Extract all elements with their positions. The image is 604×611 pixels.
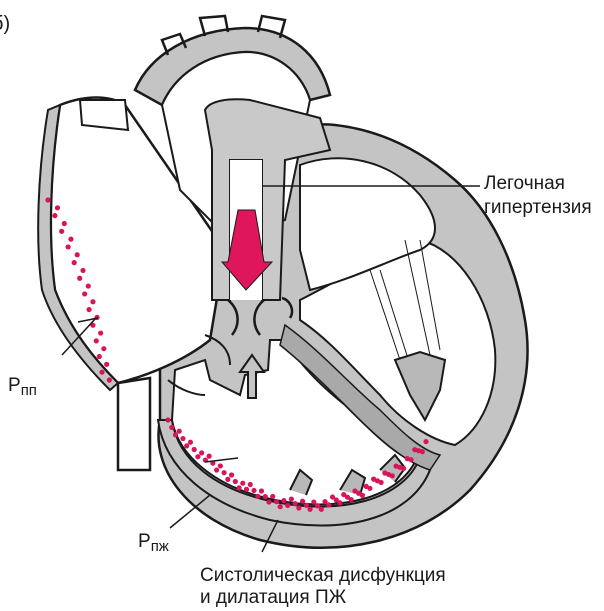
myocardial-dot <box>379 480 384 485</box>
label-ra-pressure-sub: пп <box>21 382 37 399</box>
superior-vena-cava <box>80 100 128 130</box>
myocardial-dot <box>90 299 95 304</box>
myocardial-dot <box>52 213 57 218</box>
myocardial-dot <box>68 237 73 242</box>
myocardial-dot <box>233 479 238 484</box>
myocardial-dot <box>360 493 365 498</box>
myocardial-dot <box>408 457 413 462</box>
myocardial-dot <box>281 498 286 503</box>
myocardial-dot <box>218 463 223 468</box>
myocardial-dot <box>255 494 260 499</box>
myocardial-dot <box>367 486 372 491</box>
myocardial-dot <box>45 197 50 202</box>
myocardial-dot <box>349 497 354 502</box>
myocardial-dot <box>188 440 193 445</box>
myocardial-dot <box>420 449 425 454</box>
myocardial-dot <box>390 473 395 478</box>
label-rv-dysfunction-2: и дилатация ПЖ <box>200 588 346 607</box>
myocardial-dot <box>173 432 178 437</box>
myocardial-dot <box>251 488 256 493</box>
label-pulmonary-hypertension-1: Легочная <box>484 174 565 193</box>
myocardial-dot <box>55 205 60 210</box>
myocardial-dot <box>319 507 324 512</box>
myocardial-dot <box>199 450 204 455</box>
myocardial-dot <box>82 291 87 296</box>
label-pulmonary-hypertension-2: гипертензия <box>484 198 592 217</box>
myocardial-dot <box>311 499 316 504</box>
label-rv-pressure-main: P <box>138 531 151 552</box>
myocardial-dot <box>77 276 82 281</box>
myocardial-dot <box>266 499 271 504</box>
myocardial-dot <box>270 494 275 499</box>
label-ra-pressure-main: P <box>8 375 21 396</box>
myocardial-dot <box>107 377 112 382</box>
label-rv-pressure-sub: пж <box>151 538 169 555</box>
myocardial-dot <box>278 504 283 509</box>
label-ra-pressure: Pпп <box>8 376 37 398</box>
myocardial-dot <box>285 503 290 508</box>
myocardial-dot <box>192 447 197 452</box>
myocardial-dot <box>401 466 406 471</box>
myocardial-dot <box>221 470 226 475</box>
myocardial-dot <box>66 244 71 249</box>
myocardial-dot <box>104 362 109 367</box>
myocardial-dot <box>248 482 253 487</box>
myocardial-dot <box>169 425 174 430</box>
myocardial-dot <box>80 268 85 273</box>
inferior-vena-cava <box>118 378 150 470</box>
myocardial-dot <box>307 507 312 512</box>
myocardial-dot <box>177 429 182 434</box>
myocardial-dot <box>62 221 67 226</box>
myocardial-dot <box>86 307 91 312</box>
myocardial-dot <box>214 467 219 472</box>
myocardial-dot <box>293 501 298 506</box>
myocardial-dot <box>259 488 264 493</box>
myocardial-dot <box>195 454 200 459</box>
myocardial-dot <box>244 487 249 492</box>
myocardial-dot <box>165 417 170 422</box>
myocardial-dot <box>326 502 331 507</box>
myocardial-dot <box>263 494 268 499</box>
myocardial-dot <box>99 370 104 375</box>
myocardial-dot <box>423 439 428 444</box>
label-rv-pressure: Pпж <box>138 532 169 554</box>
myocardial-dot <box>300 499 305 504</box>
panel-letter: б) <box>0 14 10 34</box>
myocardial-dot <box>296 505 301 510</box>
label-rv-dysfunction-1: Систолическая дисфункция <box>200 566 446 585</box>
myocardial-dot <box>274 499 279 504</box>
myocardial-dot <box>75 252 80 257</box>
myocardial-dot <box>86 283 91 288</box>
myocardial-dot <box>240 481 245 486</box>
myocardial-dot <box>94 338 99 343</box>
myocardial-dot <box>229 472 234 477</box>
myocardial-dot <box>184 443 189 448</box>
myocardial-dot <box>337 500 342 505</box>
myocardial-dot <box>59 229 64 234</box>
myocardial-dot <box>225 477 230 482</box>
myocardial-dot <box>207 454 212 459</box>
myocardial-dot <box>97 354 102 359</box>
myocardial-dot <box>236 485 241 490</box>
myocardial-dot <box>180 436 185 441</box>
myocardial-dot <box>304 503 309 508</box>
myocardial-dot <box>289 496 294 501</box>
myocardial-dot <box>72 260 77 265</box>
myocardial-dot <box>101 346 106 351</box>
myocardial-dot <box>98 330 103 335</box>
